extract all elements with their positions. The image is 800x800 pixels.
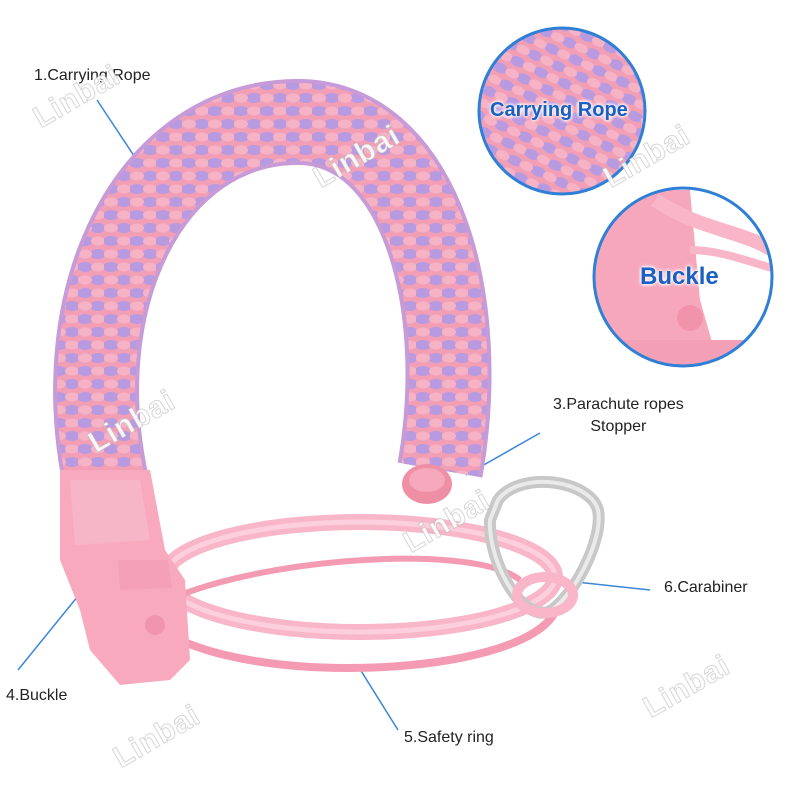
carabiner: [483, 475, 605, 619]
buckle-zoom-inset: [592, 186, 774, 368]
carabiner-callout: 6.Carabiner: [664, 579, 748, 596]
carrying-rope-zoom-inset: [477, 26, 647, 196]
carrying-rope-callout: 1.Carrying Rope: [34, 67, 151, 84]
buckle: [60, 470, 190, 685]
stopper: [402, 464, 452, 504]
buckle-callout: 4.Buckle: [6, 687, 68, 704]
carrying-rope-inset-label: Carrying Rope: [490, 99, 628, 121]
safety-ring-callout: 5.Safety ring: [404, 729, 494, 746]
buckle-inset-label: Buckle: [640, 263, 719, 290]
safety-ring: [147, 555, 559, 672]
carrying-rope: [53, 78, 492, 511]
stopper-callout: 3.Parachute ropes Stopper: [553, 394, 684, 438]
stopper-callout-line1: 3.Parachute ropes: [553, 396, 684, 413]
stopper-callout-line2: Stopper: [590, 418, 647, 435]
